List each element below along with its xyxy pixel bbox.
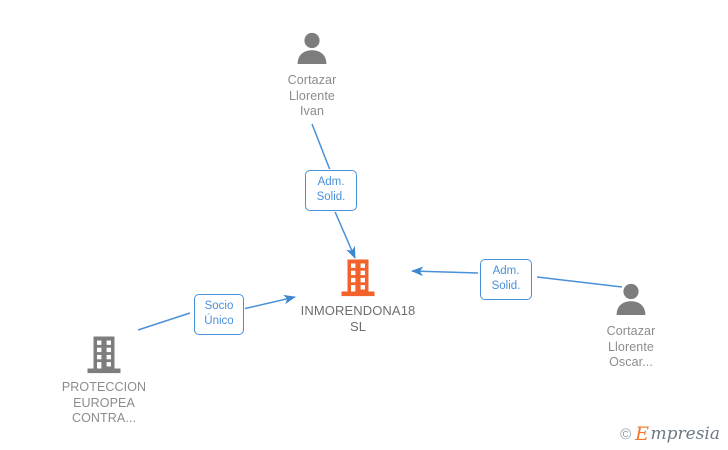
node-company-proteccion-europea-contra[interactable]: PROTECCION EUROPEA CONTRA... — [34, 335, 174, 427]
node-label: Cortazar Llorente Oscar... — [606, 324, 656, 369]
edge-label-adm-solid-top[interactable]: Adm. Solid. — [305, 170, 357, 211]
node-label: INMORENDONA18 SL — [300, 303, 416, 334]
person-icon — [242, 28, 382, 70]
empresia-logo-text: mpresia — [650, 424, 721, 444]
copyright-symbol: © — [620, 426, 632, 443]
node-label: PROTECCION EUROPEA CONTRA... — [61, 380, 147, 425]
person-icon — [561, 279, 701, 321]
building-icon — [288, 258, 428, 300]
node-person-cortazar-llorente-oscar[interactable]: Cortazar Llorente Oscar... — [561, 279, 701, 371]
edge-label-adm-solid-right[interactable]: Adm. Solid. — [480, 259, 532, 300]
edge-label-socio-unico[interactable]: Socio Único — [194, 294, 244, 335]
empresia-logo-initial: E — [635, 423, 649, 445]
node-label: Cortazar Llorente Ivan — [287, 73, 337, 118]
node-person-cortazar-llorente-ivan[interactable]: Cortazar Llorente Ivan — [242, 28, 382, 120]
building-icon — [34, 335, 174, 377]
node-company-inmorendona18-sl[interactable]: INMORENDONA18 SL — [288, 258, 428, 335]
empresia-watermark: © E mpresia — [620, 425, 720, 444]
